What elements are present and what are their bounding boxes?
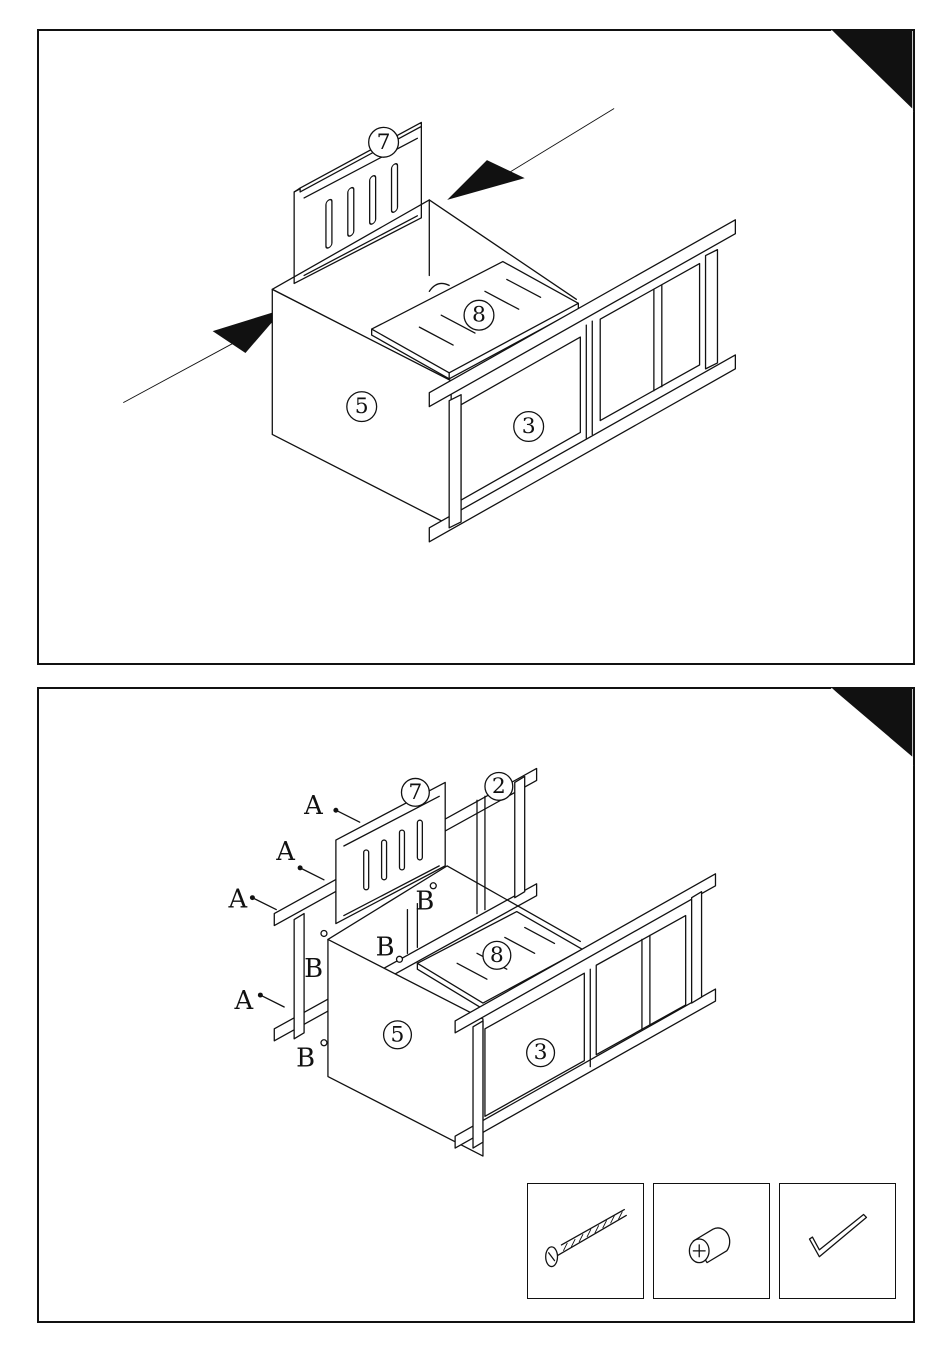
callout-side-frame: 3 — [527, 1039, 555, 1067]
screw-marker: A — [234, 986, 285, 1016]
hardware-box-allen-key — [779, 1183, 896, 1299]
svg-text:B: B — [376, 932, 395, 962]
allen-key-icon — [780, 1184, 895, 1298]
svg-text:3: 3 — [534, 1040, 548, 1065]
svg-text:5: 5 — [391, 1022, 405, 1047]
hardware-box-cam-lock — [653, 1183, 770, 1299]
cam-lock-marker: B — [415, 883, 436, 917]
svg-text:7: 7 — [408, 780, 422, 805]
direction-arrow-icon — [447, 160, 525, 200]
svg-text:5: 5 — [355, 394, 369, 419]
step-1-diagram: 7 8 5 3 — [39, 31, 913, 663]
svg-text:8: 8 — [472, 303, 486, 328]
svg-text:B: B — [304, 954, 323, 984]
callout-side-frame: 3 — [514, 412, 544, 442]
guide-line — [497, 109, 614, 181]
screw-icon — [528, 1184, 643, 1298]
svg-text:B: B — [415, 887, 434, 917]
callout-back-panel: 7 — [369, 127, 399, 157]
svg-text:2: 2 — [492, 774, 506, 799]
callout-front-panel: 5 — [384, 1021, 412, 1049]
corner-marker-icon — [833, 689, 912, 757]
callout-back-panel: 7 — [401, 778, 429, 806]
screw-marker: A — [228, 885, 277, 915]
svg-text:7: 7 — [377, 130, 391, 155]
hardware-box-screw — [527, 1183, 644, 1299]
callout-side-frame-rear: 2 — [485, 772, 513, 800]
step-panel-2: A A A A B B B — [37, 687, 915, 1323]
part-back-panel — [294, 122, 421, 283]
svg-text:3: 3 — [522, 414, 536, 439]
part-side-frame — [429, 220, 735, 542]
cam-lock-marker: B — [376, 932, 403, 962]
callout-drawer-bottom: 8 — [483, 941, 511, 969]
callout-front-panel: 5 — [347, 392, 377, 422]
svg-text:8: 8 — [490, 943, 504, 968]
svg-text:A: A — [228, 885, 248, 915]
cam-lock-icon — [654, 1184, 769, 1298]
callout-drawer-bottom: 8 — [464, 300, 494, 330]
svg-text:A: A — [234, 986, 254, 1016]
svg-text:B: B — [296, 1044, 315, 1074]
cam-lock-marker: B — [296, 1040, 327, 1074]
screw-marker: A — [275, 837, 324, 880]
screw-marker: A — [303, 791, 360, 822]
corner-marker-icon — [833, 31, 912, 109]
svg-text:A: A — [303, 791, 323, 821]
step-panel-1: 7 8 5 3 — [37, 29, 915, 665]
svg-text:A: A — [275, 837, 295, 867]
cam-lock-marker: B — [304, 930, 327, 984]
